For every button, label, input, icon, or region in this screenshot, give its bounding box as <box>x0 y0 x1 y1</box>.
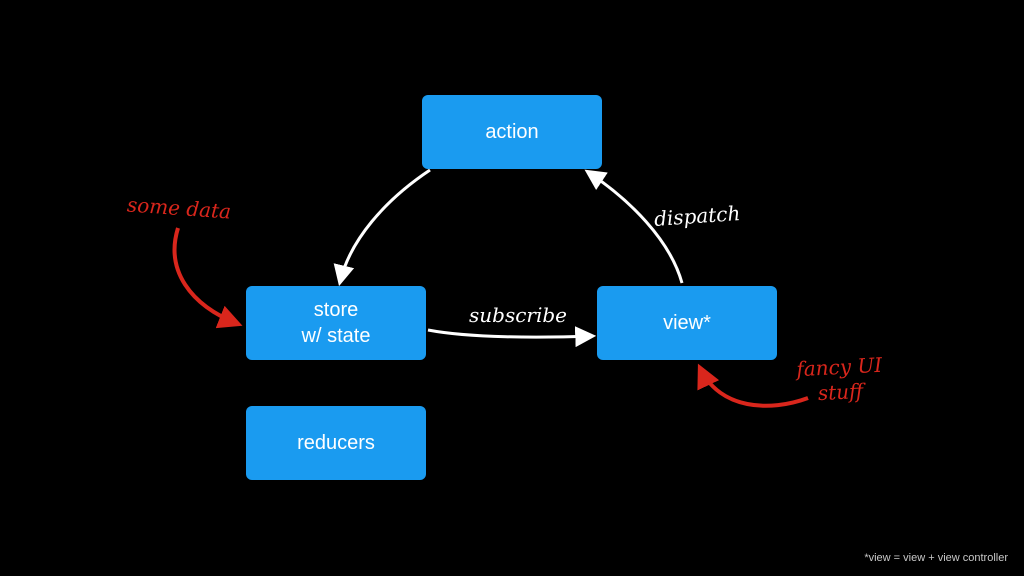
node-action-label: action <box>485 121 539 143</box>
annotation-fancy-ui-line1: fancy UI <box>795 352 883 382</box>
node-reducers-label: reducers <box>297 432 375 454</box>
node-store-label-line1: store <box>313 299 359 321</box>
arrow-subscribe <box>427 326 597 348</box>
annotation-fancy-ui: fancy UI stuff <box>796 353 884 407</box>
edge-label-subscribe: subscribe <box>469 303 568 327</box>
node-store: store w/ state <box>246 286 426 360</box>
node-reducers: reducers <box>246 406 426 480</box>
node-view: view* <box>597 286 777 360</box>
node-action: action <box>422 95 602 169</box>
arrow-dispatch <box>584 169 684 284</box>
arrow-some-data <box>172 227 243 329</box>
annotation-fancy-ui-line2: stuff <box>817 378 864 406</box>
node-view-label: view* <box>663 312 711 334</box>
arrow-action-to-store <box>333 168 431 287</box>
footnote: *view = view + view controller <box>864 552 1008 564</box>
arrow-fancy-ui <box>697 363 809 408</box>
node-store-label-line2: w/ state <box>301 325 371 347</box>
